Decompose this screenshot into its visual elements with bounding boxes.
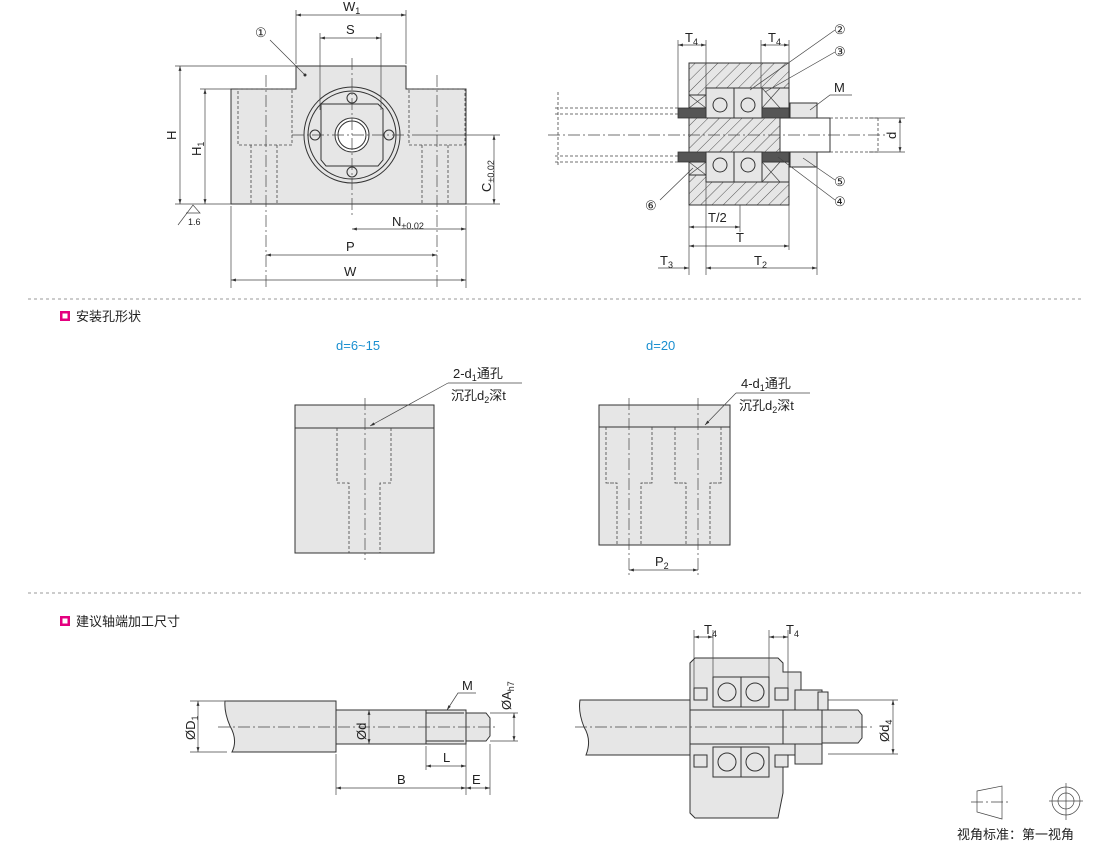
thread-M-callout: M (834, 80, 845, 95)
hole-note-line1: 2-d1通孔 (453, 366, 503, 383)
dim-P: P (346, 239, 355, 254)
dim-d: Ød (354, 723, 369, 740)
dim-A: ØAh7 (499, 681, 516, 710)
dim-W: W (344, 264, 357, 279)
shaft-end-drawing: ØD1 Ød ØAh7 M L B E (183, 678, 518, 795)
dim-L: L (443, 750, 450, 765)
mounting-hole-small: d=6~15 2-d1通孔 沉孔d2深t (294, 338, 522, 560)
truncated-cone-icon (976, 785, 1003, 820)
dim-d: d (884, 132, 899, 139)
hole-note-line1: 4-d1通孔 (741, 376, 791, 393)
dim-N: N±0.02 (392, 214, 424, 231)
spacer-6 (677, 107, 707, 119)
dim-C: C±0.02 (479, 160, 496, 192)
lock-nut-5 (789, 102, 818, 119)
hole-note-line2: 沉孔d2深t (451, 388, 506, 405)
hole-note-line2: 沉孔d2深t (739, 398, 794, 415)
dim-T-half: T/2 (708, 210, 727, 225)
dim-d4: Ød4 (877, 720, 894, 742)
thread-M-callout: M (462, 678, 473, 693)
projection-caption: 视角标准：第一视角 (957, 827, 1074, 842)
seal-4 (761, 107, 790, 119)
dim-T4-right: T4 (786, 622, 799, 639)
svg-text:安装孔形状: 安装孔形状 (76, 309, 141, 324)
dim-T2: T2 (754, 253, 767, 270)
dim-T4-left: T4 (704, 622, 717, 639)
part-2-callout: ② (834, 22, 846, 37)
dim-T: T (736, 230, 744, 245)
dim-H1: H1 (189, 142, 206, 156)
part-3-callout: ③ (834, 44, 846, 59)
section-heading-shaft-end: 建议轴端加工尺寸 (60, 614, 180, 629)
dim-E: E (472, 772, 481, 787)
assembly-drawing: Ød4 T4 T4 (575, 622, 898, 819)
dim-S: S (346, 22, 355, 37)
part-5-callout: ⑤ (834, 174, 846, 189)
variant-label: d=6~15 (336, 338, 380, 353)
dim-D1: ØD1 (183, 715, 200, 740)
part-4-callout: ④ (834, 194, 846, 209)
lock-nut-square (320, 103, 384, 167)
dim-B: B (397, 772, 406, 787)
dim-T3: T3 (660, 253, 673, 270)
variant-label: d=20 (646, 338, 675, 353)
first-angle-projection-symbol: 视角标准：第一视角 (957, 783, 1083, 842)
part-6-callout: ⑥ (645, 198, 657, 213)
front-view: W1 S H H1 C±0.02 1.6 N±0.02 P W ① (164, 0, 500, 290)
dim-W1: W1 (343, 0, 360, 16)
roughness-symbol (177, 204, 201, 226)
svg-text:建议轴端加工尺寸: 建议轴端加工尺寸 (76, 614, 180, 629)
section-heading-mounting-holes: 安装孔形状 (60, 309, 141, 324)
dim-T4-left: T4 (685, 30, 698, 47)
roughness-value: 1.6 (188, 217, 201, 227)
part-1-callout: ① (255, 25, 267, 40)
dim-T4-right: T4 (768, 30, 781, 47)
section-view: d T4 T4 ② ③ M ⑤ ④ ⑥ T/2 T T3 T2 (548, 22, 905, 275)
dim-P2: P2 (655, 554, 669, 571)
mounting-hole-large: d=20 P2 4-d1通孔 沉孔d2深t (598, 338, 810, 575)
left-counterbore (237, 88, 293, 146)
dim-H: H (164, 131, 179, 140)
housing-section (688, 62, 790, 206)
